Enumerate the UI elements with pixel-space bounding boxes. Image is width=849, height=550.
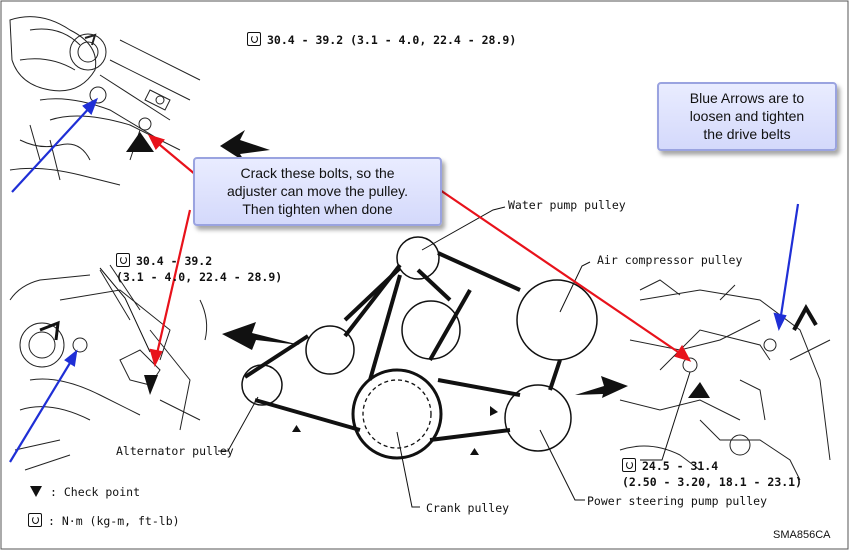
legend-check-point: : Check point: [50, 485, 141, 499]
bolt-pointer-middle: [144, 375, 158, 395]
bolt-pointer-top: [126, 132, 154, 152]
torque-spec-left-value: 30.4 - 39.2: [116, 253, 212, 268]
legend-triangle-symbol: [30, 486, 42, 497]
figure-id: SMA856CA: [773, 529, 831, 541]
direction-arrow-top: [220, 130, 270, 162]
alternator-pulley: [241, 364, 283, 406]
upper-idler-pulley: [401, 300, 461, 360]
torque-spec-left-units: (3.1 - 4.0, 22.4 - 28.9): [116, 270, 283, 284]
callout-blue-arrows: Blue Arrows are to loosen and tighten th…: [657, 82, 837, 151]
torque-spec-right-units: (2.50 - 3.20, 18.1 - 23.1): [622, 475, 803, 489]
air-compressor-pulley: [516, 279, 598, 361]
callout-crack-bolts: Crack these bolts, so the adjuster can m…: [193, 157, 442, 226]
rotation-arrow-right: [792, 303, 818, 331]
torque-spec-right-value: 24.5 - 31.4: [622, 458, 718, 473]
rotation-arrow-left: [39, 320, 60, 341]
callout-line: adjuster can move the pulley.: [226, 183, 409, 199]
drive-belt-diagram: [241, 236, 598, 460]
blue-adjust-arrows: [9, 97, 800, 463]
torque-wrench-icon: [622, 458, 636, 472]
check-point-marker: [470, 448, 479, 455]
label-air-compressor-pulley: Air compressor pulley: [597, 253, 743, 267]
idler-pulley: [305, 325, 355, 375]
torque-spec-top: 30.4 - 39.2 (3.1 - 4.0, 22.4 - 28.9): [247, 32, 516, 47]
callout-line: loosen and tighten: [689, 108, 805, 124]
callout-line: the drive belts: [703, 126, 791, 142]
label-water-pump-pulley: Water pump pulley: [508, 198, 626, 212]
check-point-marker: [490, 406, 498, 416]
label-crank-pulley: Crank pulley: [426, 501, 510, 515]
callout-line: Then tighten when done: [242, 201, 393, 217]
bolt-pointer-right: [688, 382, 710, 398]
label-leaders: [99, 206, 691, 508]
crank-pulley-outer: [351, 368, 443, 460]
callout-line: Crack these bolts, so the: [240, 165, 395, 181]
torque-wrench-icon: [116, 253, 130, 267]
check-point-marker: [292, 425, 301, 432]
legend-units: : N·m (kg-m, ft-lb): [28, 513, 180, 528]
callout-line: Blue Arrows are to: [689, 90, 805, 106]
engine-detail-middle-left: [9, 264, 208, 471]
power-steering-pulley: [504, 384, 572, 452]
direction-arrow-right: [575, 376, 628, 398]
water-pump-pulley: [396, 236, 440, 280]
red-callout-arrows: [147, 134, 692, 368]
torque-wrench-icon: [28, 513, 42, 527]
direction-arrow-middle: [222, 322, 300, 350]
engine-detail-right: [619, 279, 831, 481]
engine-detail-top-left: [9, 16, 201, 186]
crank-pulley-inner: [362, 379, 432, 449]
label-alternator-pulley: Alternator pulley: [116, 444, 234, 458]
torque-wrench-icon: [247, 32, 261, 46]
label-power-steering-pump-pulley: Power steering pump pulley: [587, 494, 768, 508]
